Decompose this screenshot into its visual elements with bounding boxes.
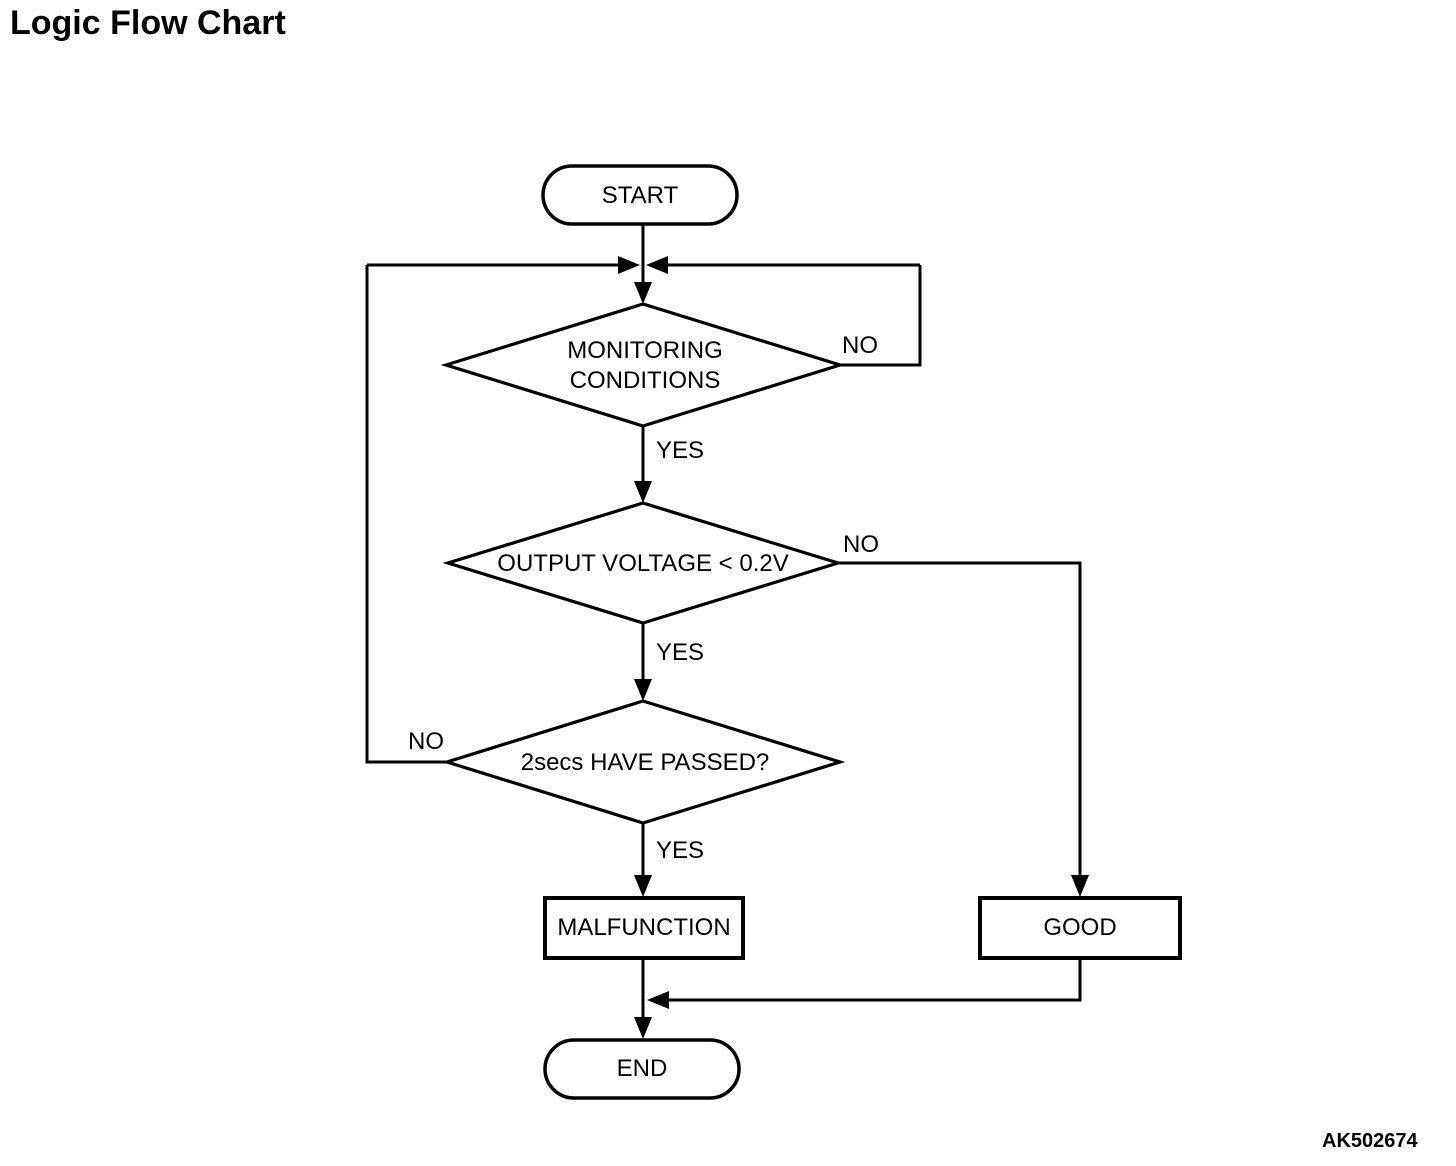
good-node-label: GOOD [1043,914,1117,941]
decision-monitoring-label: MONITORING CONDITIONS [567,336,723,396]
decision-2secs-label: 2secs HAVE PASSED? [520,749,770,776]
arrowhead-good-merge [647,991,669,1009]
decision-voltage-label: OUTPUT VOLTAGE < 0.2V [497,550,789,577]
connector-monitoring-no-loop [840,265,922,367]
decision-2secs-shape [441,699,846,825]
branch-label-voltage-yes: YES [656,639,705,666]
connector-voltage-no [838,561,1082,889]
figure-code: AK502674 [1322,1130,1418,1152]
branch-label-2secs-yes: YES [656,837,705,864]
arrowhead-into-malfunction [634,875,652,897]
connector-2secs-no-loop [365,265,447,764]
branch-label-monitoring-no: NO [842,332,878,359]
branch-label-monitoring-yes: YES [656,437,705,464]
connector-good-return [665,958,1082,1002]
arrowhead-junction-right-pointing [618,256,640,274]
arrowhead-into-end [634,1017,652,1039]
malfunction-node-label: MALFUNCTION [557,914,731,941]
arrowhead-into-monitoring [634,282,652,304]
arrowhead-junction-left-pointing [646,256,668,274]
arrowhead-into-good [1071,875,1089,897]
page-title: Logic Flow Chart [10,4,286,42]
start-node-label: START [601,182,679,209]
branch-label-voltage-no: NO [843,531,879,558]
arrowhead-into-voltage [634,481,652,503]
malfunction-node-shape [543,896,745,960]
good-node-shape [978,896,1182,960]
end-node-shape [543,1038,741,1100]
decision-monitoring-shape [440,302,846,428]
end-node-label: END [616,1055,668,1082]
decision-monitoring-label-line1: MONITORING [567,337,723,364]
decision-monitoring-label-line2: CONDITIONS [569,367,721,394]
arrowhead-into-2secs [634,679,652,701]
decision-voltage-shape [442,501,844,625]
start-node-shape [541,164,739,226]
branch-label-2secs-no: NO [408,728,444,755]
